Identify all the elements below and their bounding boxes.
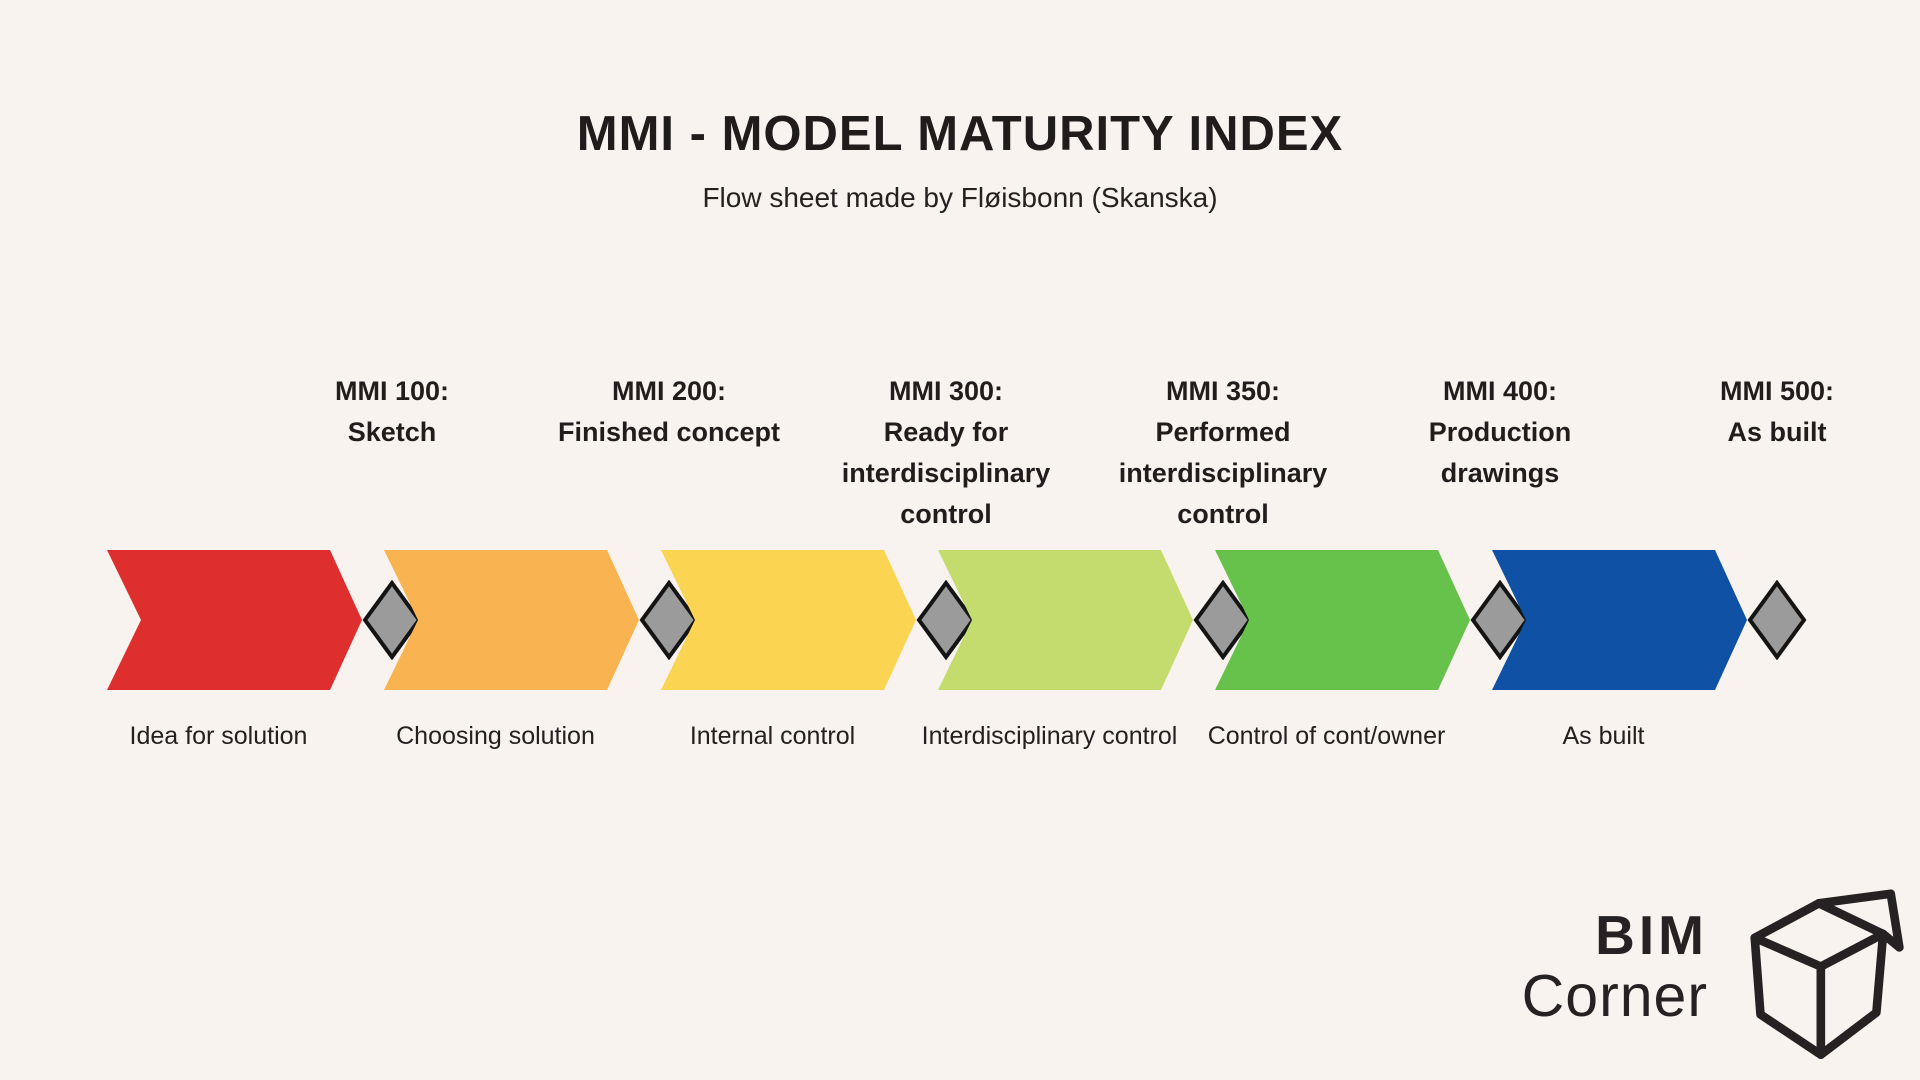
phase-arrow (107, 550, 362, 690)
milestone-label: MMI 500: As built (1617, 371, 1920, 453)
milestone-label-line: As built (1727, 417, 1827, 447)
page-subtitle: Flow sheet made by Fløisbonn (Skanska) (702, 182, 1218, 213)
milestone-label: MMI 350: Performed interdisciplinary contro… (1063, 371, 1383, 535)
phase-label: As built (1562, 722, 1645, 750)
gate-diamond-icon (362, 580, 422, 660)
gate-diamond-icon (1193, 580, 1253, 660)
open-box-icon (1750, 889, 1904, 1059)
milestone-label-line: MMI 300: (888, 376, 1004, 406)
phase-arrow (1215, 550, 1470, 690)
milestone-label-line: control (900, 499, 992, 529)
milestone-label-line: interdisciplinary (841, 458, 1051, 488)
milestone-label-line: MMI 350: (1165, 376, 1281, 406)
logo-text-bim: BIM (1595, 904, 1708, 966)
milestone-label-line: interdisciplinary (1118, 458, 1328, 488)
phase-label: Idea for solution (129, 722, 308, 750)
milestone-label: MMI 300: Ready for interdisciplinary contro… (786, 371, 1106, 535)
milestone-label: MMI 200: Finished concept (509, 371, 829, 453)
gate-diamond-icon (916, 580, 976, 660)
gate-diamond-icon (1470, 580, 1530, 660)
milestone-label-line: MMI 500: (1719, 376, 1835, 406)
milestone-label-line: Sketch (347, 417, 437, 447)
phase-arrow (661, 550, 916, 690)
milestone-label-line: drawings (1440, 458, 1560, 488)
phase-label: Choosing solution (396, 722, 595, 750)
phase-label: Control of cont/owner (1207, 722, 1446, 750)
milestone-label-line: control (1177, 499, 1269, 529)
bim-corner-logo: BIM Corner (1522, 908, 1708, 1026)
phase-label: Internal control (689, 722, 856, 750)
milestone-label: MMI 100: Sketch (232, 371, 552, 453)
milestone-label-line: Ready for (883, 417, 1009, 447)
milestone-label-line: MMI 400: (1442, 376, 1558, 406)
phase-arrow (384, 550, 639, 690)
milestone-label-line: Production (1428, 417, 1572, 447)
gate-diamond-icon (639, 580, 699, 660)
milestone-label: MMI 400: Production drawings (1340, 371, 1660, 494)
phase-label: Interdisciplinary control (921, 722, 1178, 750)
logo-text-corner: Corner (1521, 963, 1708, 1029)
phase-arrow (1492, 550, 1747, 690)
page-title: MMI - MODEL MATURITY INDEX (576, 107, 1344, 161)
milestone-label-line: Performed (1155, 417, 1291, 447)
gate-diamond-icon (1747, 580, 1807, 660)
milestone-label-line: MMI 200: (611, 376, 727, 406)
milestone-label-line: MMI 100: (334, 376, 450, 406)
milestone-label-line: Finished concept (557, 417, 781, 447)
phase-arrow (938, 550, 1193, 690)
